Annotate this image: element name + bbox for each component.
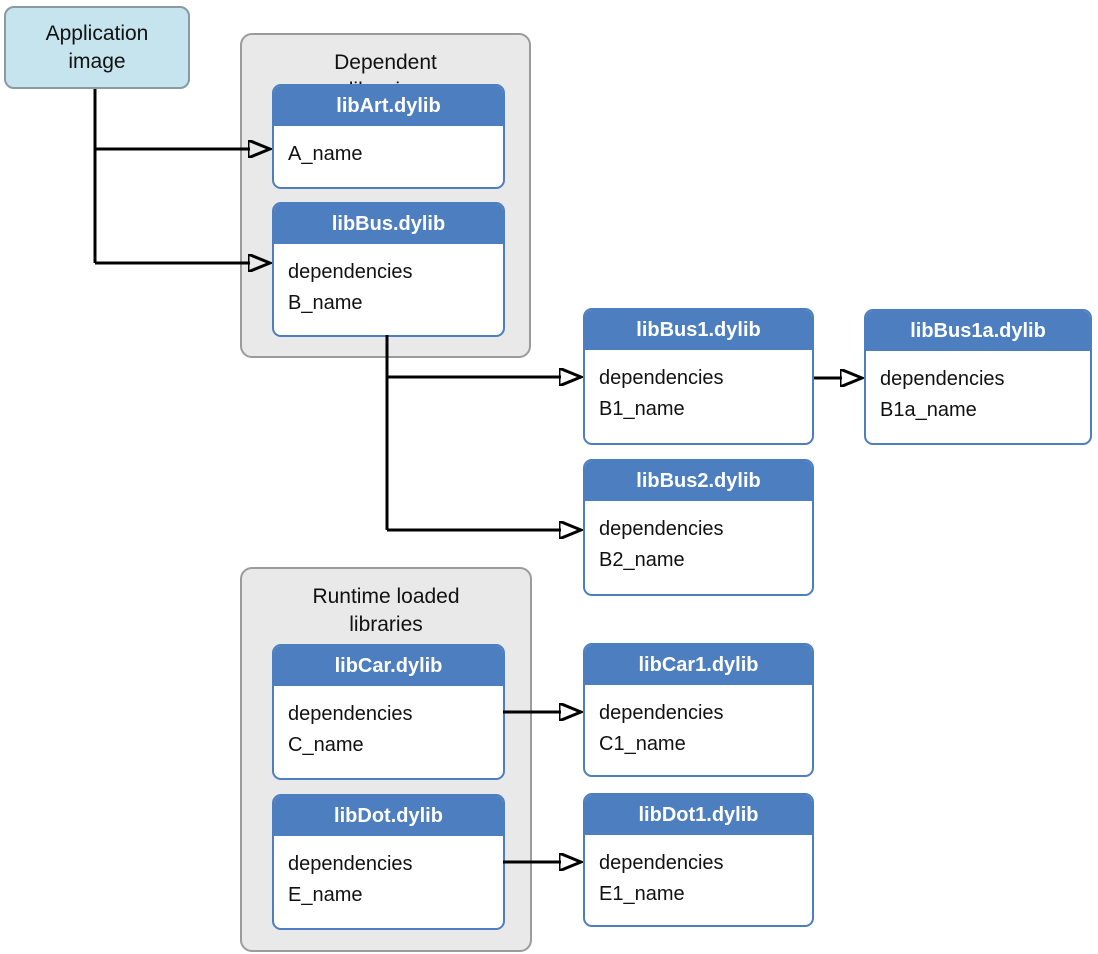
group-runtime-title: Runtime loaded libraries xyxy=(242,583,530,639)
card-libcar-header: libCar.dylib xyxy=(274,646,503,689)
card-libbus2-title: libBus2.dylib xyxy=(636,469,761,492)
card-libbus1a-body: dependencies B1a_name xyxy=(866,354,1090,426)
card-libcar1-header: libCar1.dylib xyxy=(585,645,812,688)
card-libbus1a-title: libBus1a.dylib xyxy=(910,319,1046,342)
card-libbus1-header: libBus1.dylib xyxy=(585,310,812,353)
card-libcar1-line2: C1_name xyxy=(599,733,686,755)
group-runtime-title-text: Runtime loaded libraries xyxy=(312,585,460,636)
card-libcar1: libCar1.dylib dependencies C1_name xyxy=(583,643,814,777)
card-libcar-body: dependencies C_name xyxy=(274,689,503,761)
card-libart: libArt.dylib A_name xyxy=(272,84,505,189)
card-libdot-line2: E_name xyxy=(288,884,363,906)
application-image-label: Application image xyxy=(45,21,149,73)
card-libdot1-header: libDot1.dylib xyxy=(585,795,812,838)
card-libbus2-line1: dependencies xyxy=(599,518,724,540)
card-libdot-body: dependencies E_name xyxy=(274,839,503,911)
card-libart-title: libArt.dylib xyxy=(336,94,441,117)
card-libbus2: libBus2.dylib dependencies B2_name xyxy=(583,459,814,596)
card-libdot: libDot.dylib dependencies E_name xyxy=(272,794,505,930)
card-libbus-title: libBus.dylib xyxy=(331,212,446,235)
card-libcar-line2: C_name xyxy=(288,734,364,756)
card-libbus2-line2: B2_name xyxy=(599,549,685,571)
card-libcar1-body: dependencies C1_name xyxy=(585,688,812,760)
card-libbus1-title: libBus1.dylib xyxy=(636,318,761,341)
card-libbus-body: dependencies B_name xyxy=(274,247,503,319)
card-libdot-title: libDot.dylib xyxy=(334,804,443,827)
card-libart-body: A_name xyxy=(274,129,503,170)
card-libbus-line1: dependencies xyxy=(288,261,413,283)
card-libbus1a-line2: B1a_name xyxy=(880,399,977,421)
card-libbus1a-header: libBus1a.dylib xyxy=(866,311,1090,354)
card-libcar1-title: libCar1.dylib xyxy=(638,653,759,676)
node-application-image: Application image xyxy=(4,6,190,89)
card-libart-header: libArt.dylib xyxy=(274,86,503,129)
card-libcar-title: libCar.dylib xyxy=(334,654,443,677)
group-runtime-loaded-libraries: Runtime loaded libraries libCar.dylib de… xyxy=(240,567,532,952)
card-libbus1a-line1: dependencies xyxy=(880,368,1005,390)
card-libdot-line1: dependencies xyxy=(288,853,413,875)
card-libdot1-line2: E1_name xyxy=(599,883,685,905)
card-libbus1-body: dependencies B1_name xyxy=(585,353,812,425)
card-libdot1-title: libDot1.dylib xyxy=(638,803,759,826)
card-libbus2-header: libBus2.dylib xyxy=(585,461,812,504)
card-libbus1-line1: dependencies xyxy=(599,367,724,389)
card-libbus2-body: dependencies B2_name xyxy=(585,504,812,576)
card-libcar: libCar.dylib dependencies C_name xyxy=(272,644,505,780)
card-libdot1-body: dependencies E1_name xyxy=(585,838,812,910)
group-dependent-libraries: Dependent libraries libArt.dylib A_name … xyxy=(240,33,531,358)
card-libdot1-line1: dependencies xyxy=(599,852,724,874)
card-libcar-line1: dependencies xyxy=(288,703,413,725)
card-libbus-line2: B_name xyxy=(288,292,363,314)
card-libbus-header: libBus.dylib xyxy=(274,204,503,247)
card-libbus: libBus.dylib dependencies B_name xyxy=(272,202,505,337)
card-libbus1: libBus1.dylib dependencies B1_name xyxy=(583,308,814,445)
card-libart-line1: A_name xyxy=(288,143,363,165)
card-libdot1: libDot1.dylib dependencies E1_name xyxy=(583,793,814,927)
card-libbus1a: libBus1a.dylib dependencies B1a_name xyxy=(864,309,1092,445)
card-libcar1-line1: dependencies xyxy=(599,702,724,724)
card-libdot-header: libDot.dylib xyxy=(274,796,503,839)
card-libbus1-line2: B1_name xyxy=(599,398,685,420)
